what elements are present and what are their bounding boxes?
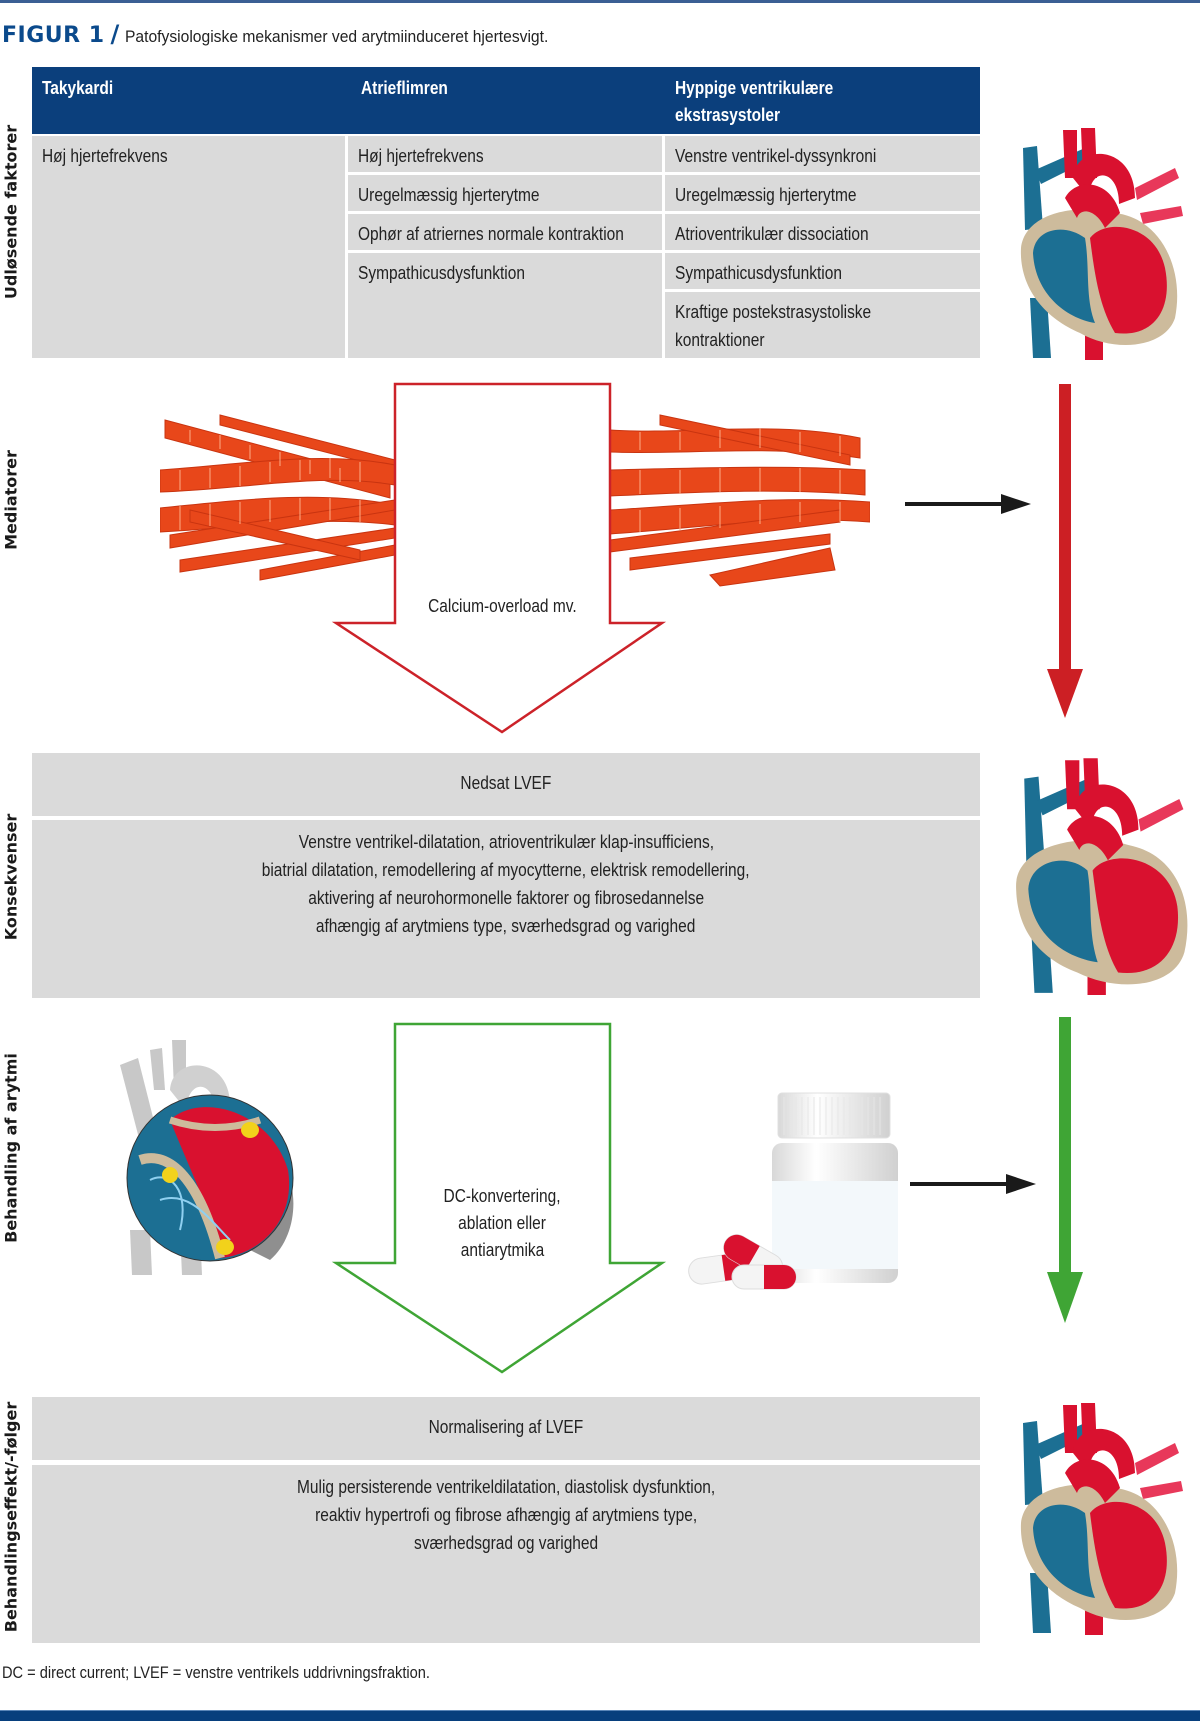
treatment-down-arrow-icon bbox=[331, 1022, 667, 1374]
green-vertical-arrow-icon bbox=[1047, 1017, 1083, 1323]
ablation-heart-illustration-icon bbox=[120, 1040, 294, 1275]
column-header-ekstrasystoler: Hyppige ventrikulære ekstrasystoler bbox=[675, 78, 834, 125]
treatment-effect-title-box: Normalisering af LVEF bbox=[32, 1397, 980, 1460]
table-cell: Høj hjertefrekvens bbox=[348, 136, 662, 172]
table-cell: Sympathicusdysfunktion bbox=[348, 253, 662, 358]
figure-caption: Patofysiologiske mekanismer ved arytmiin… bbox=[125, 27, 549, 46]
consequences-title: Nedsat LVEF bbox=[460, 773, 552, 793]
table-cell: Atrioventrikulær dissociation bbox=[665, 214, 980, 250]
figure-label: FIGUR 1 bbox=[2, 23, 105, 48]
mediator-down-arrow-icon bbox=[331, 382, 667, 734]
top-rule bbox=[0, 0, 1200, 3]
footnote: DC = direct current; LVEF = venstre vent… bbox=[2, 1663, 430, 1682]
heart-illustration-icon bbox=[1020, 1403, 1183, 1635]
column-header-atrieflimren: Atrieflimren bbox=[361, 78, 448, 98]
bottom-rule bbox=[0, 1710, 1200, 1721]
treatment-arrow-text: DC-konvertering, ablation eller antiaryt… bbox=[443, 1186, 561, 1260]
column-header-takykardi: Takykardi bbox=[42, 78, 114, 98]
right-arrow-icon bbox=[910, 1174, 1036, 1194]
pill-bottle-icon bbox=[688, 1092, 898, 1290]
heart-illustration-icon bbox=[1020, 128, 1183, 360]
side-label-triggers: Udløsende faktorer bbox=[1, 124, 21, 300]
table-cell: Ophør af atriernes normale kontraktion bbox=[348, 214, 662, 250]
side-label-consequences: Konsekvenser bbox=[1, 813, 21, 941]
side-label-treatment: Behandling af arytmi bbox=[1, 1053, 21, 1243]
side-label-treatment-effect: Behandlingseffekt/-følger bbox=[1, 1401, 21, 1633]
treatment-effect-title: Normalisering af LVEF bbox=[428, 1417, 584, 1437]
muscle-fibers-right-icon bbox=[610, 414, 870, 587]
mediator-arrow-text: Calcium-overload mv. bbox=[428, 596, 577, 616]
table-cell: Høj hjertefrekvens bbox=[32, 136, 345, 358]
right-arrow-icon bbox=[905, 494, 1031, 514]
table-cell: Venstre ventrikel-dyssynkroni bbox=[665, 136, 980, 172]
consequences-detail-box: Venstre ventrikel-dilatation, atrioventr… bbox=[32, 820, 980, 998]
heart-illustration-icon bbox=[1016, 758, 1188, 995]
consequences-title-box: Nedsat LVEF bbox=[32, 753, 980, 816]
figure-title: FIGUR 1 / Patofysiologiske mekanismer ve… bbox=[2, 20, 585, 50]
treatment-effect-lines: Mulig persisterende ventrikeldilatation,… bbox=[296, 1477, 716, 1553]
side-label-mediators: Mediatorer bbox=[1, 450, 21, 550]
table-cell: Sympathicusdysfunktion bbox=[665, 253, 980, 289]
table-cell: Kraftige postekstrasystoliske kontraktio… bbox=[665, 292, 980, 358]
figure-slash: / bbox=[110, 20, 120, 48]
red-vertical-arrow-icon bbox=[1047, 384, 1083, 718]
treatment-effect-detail-box: Mulig persisterende ventrikeldilatation,… bbox=[32, 1465, 980, 1643]
table-cell: Uregelmæssig hjerterytme bbox=[665, 175, 980, 211]
consequences-lines: Venstre ventrikel-dilatation, atrioventr… bbox=[262, 832, 750, 936]
table-cell: Uregelmæssig hjerterytme bbox=[348, 175, 662, 211]
table-header: Takykardi Atrieflimren Hyppige ventrikul… bbox=[32, 67, 980, 134]
muscle-fibers-left-icon bbox=[160, 414, 396, 581]
